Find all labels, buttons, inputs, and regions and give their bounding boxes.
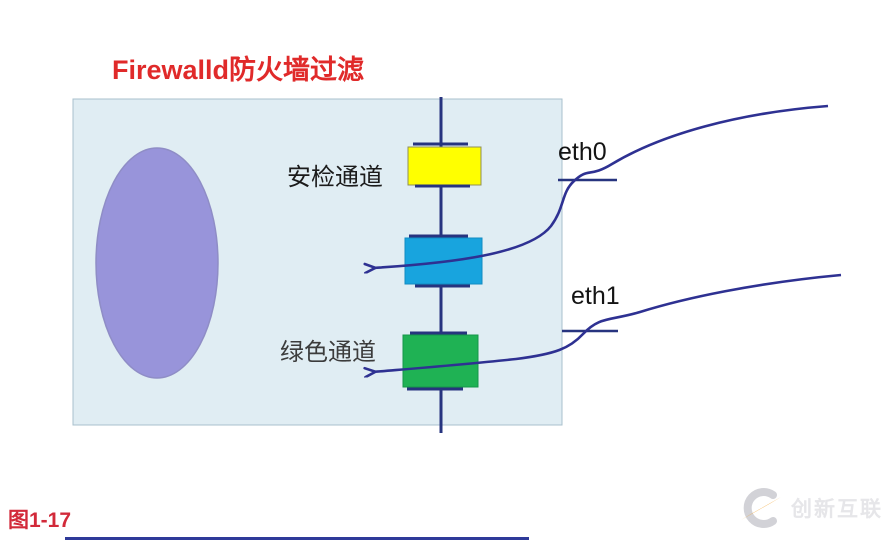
watermark-logo-icon: [741, 488, 781, 528]
middle-filter-rect: [404, 237, 483, 285]
logo-swoosh: [741, 497, 781, 520]
firewall-ellipse: [95, 147, 219, 379]
eth0-flow-curve: [373, 104, 829, 268]
bottom-bar: [65, 537, 529, 540]
logo-c-arc: [743, 488, 777, 528]
watermark: 创新互联: [737, 487, 883, 529]
eth1-flow-curve: [373, 273, 842, 372]
page-title: Firewalld防火墙过滤: [112, 55, 365, 85]
figure-caption: 图1-17: [8, 509, 72, 532]
security-channel-rect: [407, 146, 482, 186]
green-channel-rect: [402, 334, 479, 388]
watermark-text: 创新互联: [791, 498, 883, 521]
eth1-label: eth1: [571, 282, 620, 310]
eth0-label: eth0: [558, 138, 607, 166]
green-channel-label: 绿色通道: [280, 338, 376, 366]
security-channel-label: 安检通道: [287, 164, 383, 191]
